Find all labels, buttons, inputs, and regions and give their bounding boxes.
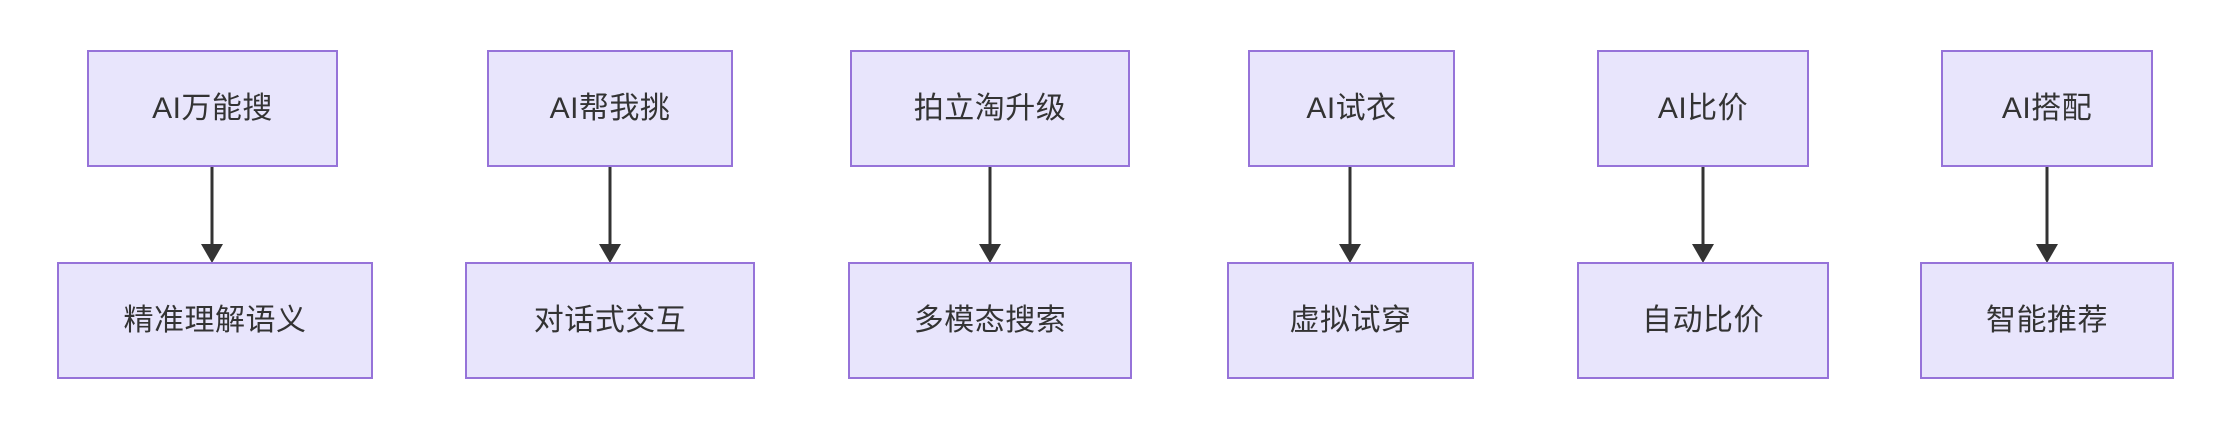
flow-node-source[interactable]: AI试衣 [1248, 50, 1455, 167]
flow-node-label: AI搭配 [2001, 91, 2093, 125]
flow-node-label: AI万能搜 [152, 91, 273, 125]
flow-node-label: 智能推荐 [1986, 303, 2108, 337]
flow-edge [2036, 167, 2058, 263]
flow-node-label: 对话式交互 [533, 303, 687, 337]
flow-node-label: AI试衣 [1306, 91, 1397, 125]
flow-node-label: 虚拟试穿 [1289, 303, 1412, 337]
flow-node-target[interactable]: 自动比价 [1577, 262, 1829, 379]
flow-node-source[interactable]: AI万能搜 [87, 50, 338, 167]
flow-node-label: 拍立淘升级 [913, 91, 1067, 125]
flow-node-label: AI帮我挑 [549, 91, 671, 125]
flow-node-source[interactable]: 拍立淘升级 [850, 50, 1130, 167]
flow-node-target[interactable]: 智能推荐 [1920, 262, 2174, 379]
flow-node-target[interactable]: 虚拟试穿 [1227, 262, 1474, 379]
flow-node-source[interactable]: AI比价 [1597, 50, 1809, 167]
flow-node-target[interactable]: 多模态搜索 [848, 262, 1132, 379]
flow-node-label: 自动比价 [1642, 303, 1764, 337]
flow-node-source[interactable]: AI帮我挑 [487, 50, 733, 167]
arrow-down-icon [2036, 244, 2058, 263]
flow-node-label: AI比价 [1657, 91, 1749, 125]
flow-node-target[interactable]: 精准理解语义 [57, 262, 373, 379]
flow-node-source[interactable]: AI搭配 [1941, 50, 2153, 167]
flow-node-label: 精准理解语义 [123, 303, 307, 337]
flow-node-label: 多模态搜索 [913, 303, 1067, 337]
flow-node-target[interactable]: 对话式交互 [465, 262, 755, 379]
